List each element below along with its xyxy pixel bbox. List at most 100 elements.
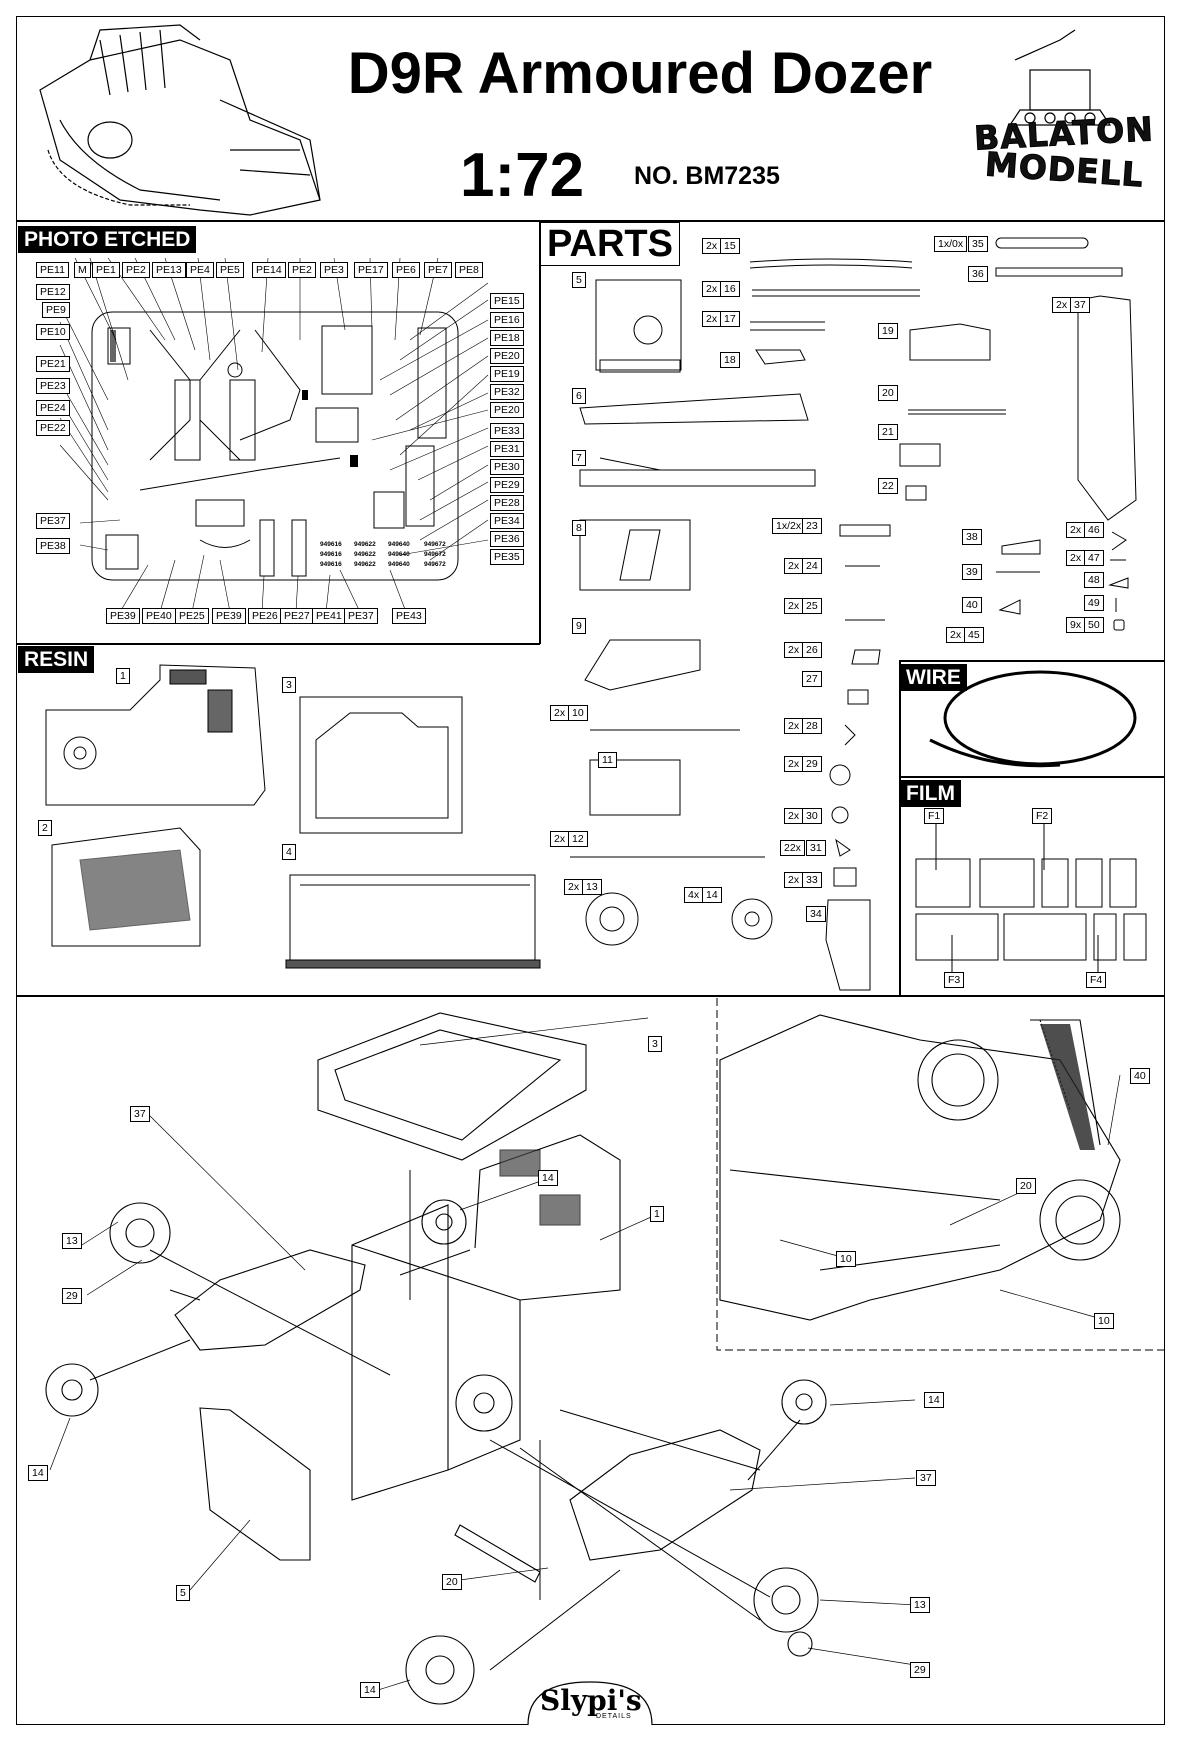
pe-label: PE18 — [490, 330, 524, 346]
pe-label: PE32 — [490, 384, 524, 400]
film-header: FILM — [900, 780, 961, 807]
part-number: 50 — [1084, 617, 1104, 633]
part-number: 35 — [968, 236, 988, 252]
pe-label: PE43 — [392, 608, 426, 624]
pe-label: PE36 — [490, 531, 524, 547]
part-number: 16 — [720, 281, 740, 297]
parts-header: PARTS — [540, 222, 680, 266]
part-qty: 4x — [684, 887, 704, 903]
assembly-label: 14 — [924, 1392, 944, 1408]
pe-label: M — [74, 262, 91, 278]
pe-label: PE5 — [216, 262, 244, 278]
assembly-label: 13 — [62, 1233, 82, 1249]
part-number: 47 — [1084, 550, 1104, 566]
part-number: 39 — [962, 564, 982, 580]
pe-label: PE20 — [490, 402, 524, 418]
assembly-label: 14 — [538, 1170, 558, 1186]
assembly-label: 5 — [176, 1585, 190, 1601]
pe-label: PE22 — [36, 420, 70, 436]
assembly-label: 29 — [910, 1662, 930, 1678]
resin-label: 4 — [282, 844, 296, 860]
part-number: 9 — [572, 618, 586, 634]
part-number: 48 — [1084, 572, 1104, 588]
part-number: 13 — [582, 879, 602, 895]
resin-label: 3 — [282, 677, 296, 693]
resin-label: 1 — [116, 668, 130, 684]
assembly-label: 10 — [836, 1251, 856, 1267]
pe-label: PE37 — [36, 513, 70, 529]
resin-header: RESIN — [18, 646, 95, 673]
part-number: 34 — [806, 906, 826, 922]
film-label: F4 — [1086, 972, 1107, 988]
part-number: 20 — [878, 385, 898, 401]
part-qty: 1x/0x — [934, 236, 968, 252]
pe-label: PE41 — [312, 608, 346, 624]
pe-label: PE15 — [490, 293, 524, 309]
parts-right-divider — [899, 660, 901, 996]
part-number: 5 — [572, 272, 586, 288]
assembly-label: 3 — [648, 1036, 662, 1052]
pe-label: PE38 — [36, 538, 70, 554]
pe-bottom-divider — [16, 643, 540, 645]
part-qty: 2x — [784, 558, 804, 574]
part-qty: 2x — [702, 281, 722, 297]
part-qty: 9x — [1066, 617, 1086, 633]
part-number: 23 — [802, 518, 822, 534]
assembly-divider — [16, 995, 1165, 997]
part-number: 21 — [878, 424, 898, 440]
assembly-label: 20 — [1016, 1178, 1036, 1194]
pe-label: PE19 — [490, 366, 524, 382]
pe-label: PE8 — [455, 262, 483, 278]
part-number: 40 — [962, 597, 982, 613]
pe-label: PE26 — [248, 608, 282, 624]
pe-label: PE33 — [490, 423, 524, 439]
part-qty: 2x — [550, 705, 570, 721]
part-number: 15 — [720, 238, 740, 254]
assembly-label: 13 — [910, 1597, 930, 1613]
brand-sub: DETAILS — [596, 1713, 632, 1720]
part-qty: 2x — [784, 756, 804, 772]
part-qty: 2x — [1066, 522, 1086, 538]
pe-label: PE11 — [36, 262, 69, 278]
part-qty: 2x — [1052, 297, 1072, 313]
pe-label: PE40 — [142, 608, 176, 624]
part-number: 7 — [572, 450, 586, 466]
page-title: D9R Armoured Dozer — [347, 41, 933, 106]
pe-label: PE23 — [36, 378, 70, 394]
pe-label: PE14 — [252, 262, 286, 278]
part-qty: 2x — [784, 642, 804, 658]
film-label: F3 — [944, 972, 965, 988]
part-number: 25 — [802, 598, 822, 614]
brand-name: Slypi's — [540, 1684, 642, 1717]
pe-label: PE21 — [36, 356, 70, 372]
part-number: 14 — [702, 887, 722, 903]
pe-label: PE10 — [36, 324, 70, 340]
scale-label: 1:72 — [460, 141, 585, 210]
pe-label: PE24 — [36, 400, 70, 416]
assembly-label: 40 — [1130, 1068, 1150, 1084]
part-number: 37 — [1070, 297, 1090, 313]
assembly-label: 1 — [650, 1206, 664, 1222]
part-number: 46 — [1084, 522, 1104, 538]
wire-header: WIRE — [900, 664, 967, 691]
part-number: 36 — [968, 266, 988, 282]
assembly-label: 14 — [360, 1682, 380, 1698]
pe-label: PE2 — [122, 262, 150, 278]
assembly-label: 37 — [916, 1470, 936, 1486]
pe-label: PE13 — [152, 262, 186, 278]
film-label: F2 — [1032, 808, 1053, 824]
pe-label: PE9 — [42, 302, 70, 318]
pe-label: PE20 — [490, 348, 524, 364]
pe-label: PE25 — [175, 608, 209, 624]
part-qty: 2x — [784, 718, 804, 734]
part-number: 10 — [568, 705, 588, 721]
part-qty: 2x — [564, 879, 584, 895]
wire-top-divider — [899, 660, 1165, 662]
part-qty: 1x/2x — [772, 518, 806, 534]
part-number: 45 — [964, 627, 984, 643]
part-number: 22 — [878, 478, 898, 494]
pe-label: PE29 — [490, 477, 524, 493]
pe-label: PE7 — [424, 262, 452, 278]
part-qty: 2x — [784, 598, 804, 614]
pe-label: PE35 — [490, 549, 524, 565]
